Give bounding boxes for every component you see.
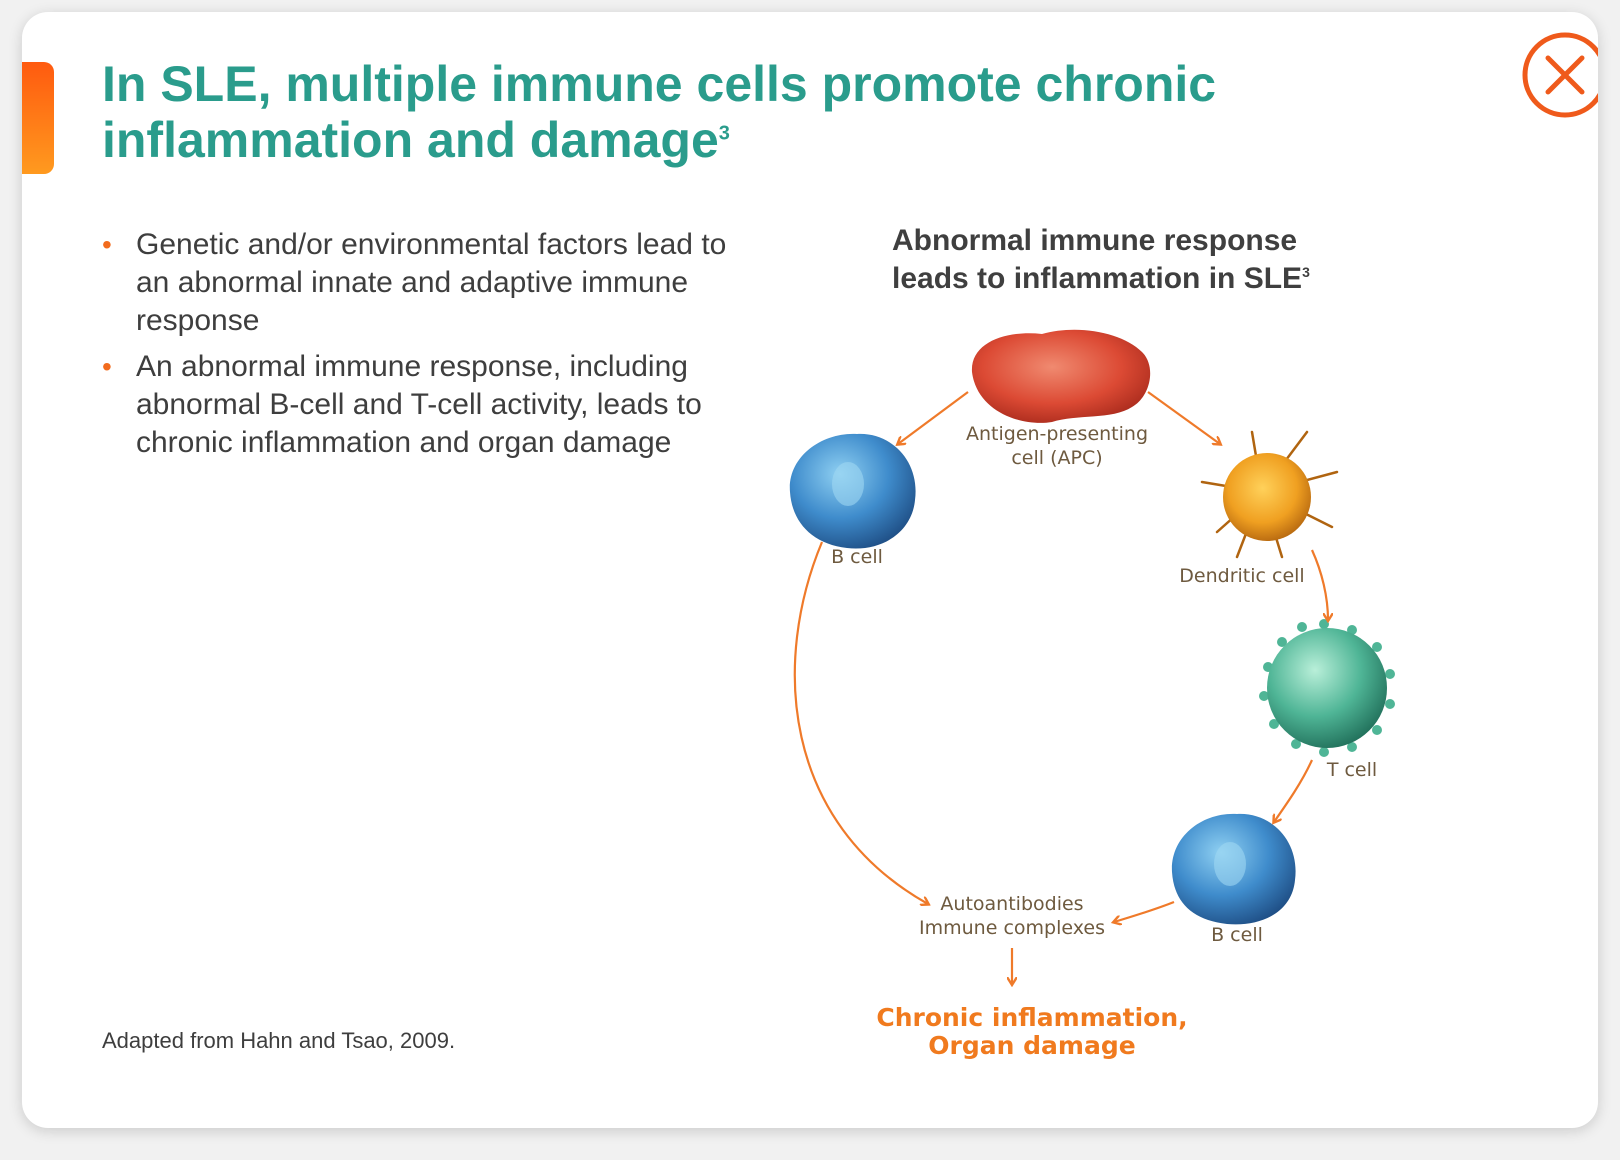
page-title: In SLE, multiple immune cells promote ch… [102,56,1382,168]
outcome-label: Chronic inflammation, Organ damage [862,1004,1202,1060]
dendritic-cell-icon [1200,430,1339,559]
t-cell-label: T cell [1326,759,1378,781]
bullet-item: • Genetic and/or environmental factors le… [102,226,742,340]
b-cell-icon [789,433,916,549]
autoantibodies-line-1: Autoantibodies [940,893,1084,915]
autoantibodies-label: Autoantibodies Immune complexes [902,892,1122,940]
apc-cell-icon [971,329,1151,423]
arrow-t-cell-to-b-cell [1274,759,1314,822]
bullet-text: An abnormal immune response, including a… [136,350,702,459]
source-citation: Adapted from Hahn and Tsao, 2009. [102,1028,456,1053]
bullet-text: Genetic and/or environmental factors lea… [136,228,727,337]
t-cell-icon [1259,619,1395,757]
bullet-marker: • [102,229,112,260]
apc-label-line-2: cell (APC) [1011,447,1103,469]
outcome-line-1: Chronic inflammation, [876,1003,1188,1032]
dendritic-cell-label: Dendritic cell [1179,565,1305,587]
arrow-b-cell-to-autoantibodies-long [793,541,928,904]
diagram-title-line-2: leads to inflammation in SLE [892,262,1303,295]
diagram-title-reference: 3 [1302,264,1310,280]
title-line-2: inflammation and damage [102,112,719,168]
apc-label-line-1: Antigen-presenting [965,423,1149,445]
title-line-1: In SLE, multiple immune cells promote ch… [102,56,1217,112]
close-icon[interactable] [1521,31,1598,119]
bullet-marker: • [102,351,112,382]
autoantibodies-line-2: Immune complexes [919,917,1105,939]
modal-card: In SLE, multiple immune cells promote ch… [22,12,1598,1128]
title-reference: 3 [718,122,730,145]
accent-bar [22,62,54,174]
diagram-title-line-1: Abnormal immune response [892,224,1298,257]
diagram-title: Abnormal immune response leads to inflam… [892,222,1452,298]
arrow-b-cell-to-autoantibodies [1114,900,1175,922]
outcome-line-2: Organ damage [928,1031,1136,1060]
immune-cycle-diagram [789,329,1395,1128]
b-cell-icon [1171,813,1296,925]
bullet-list: • Genetic and/or environmental factors le… [102,226,742,470]
b-cell-label-bottom: B cell [1211,924,1263,946]
b-cell-label-top: B cell [831,546,883,568]
apc-label: Antigen-presenting cell (APC) [952,422,1162,470]
bullet-item: • An abnormal immune response, including … [102,348,742,462]
